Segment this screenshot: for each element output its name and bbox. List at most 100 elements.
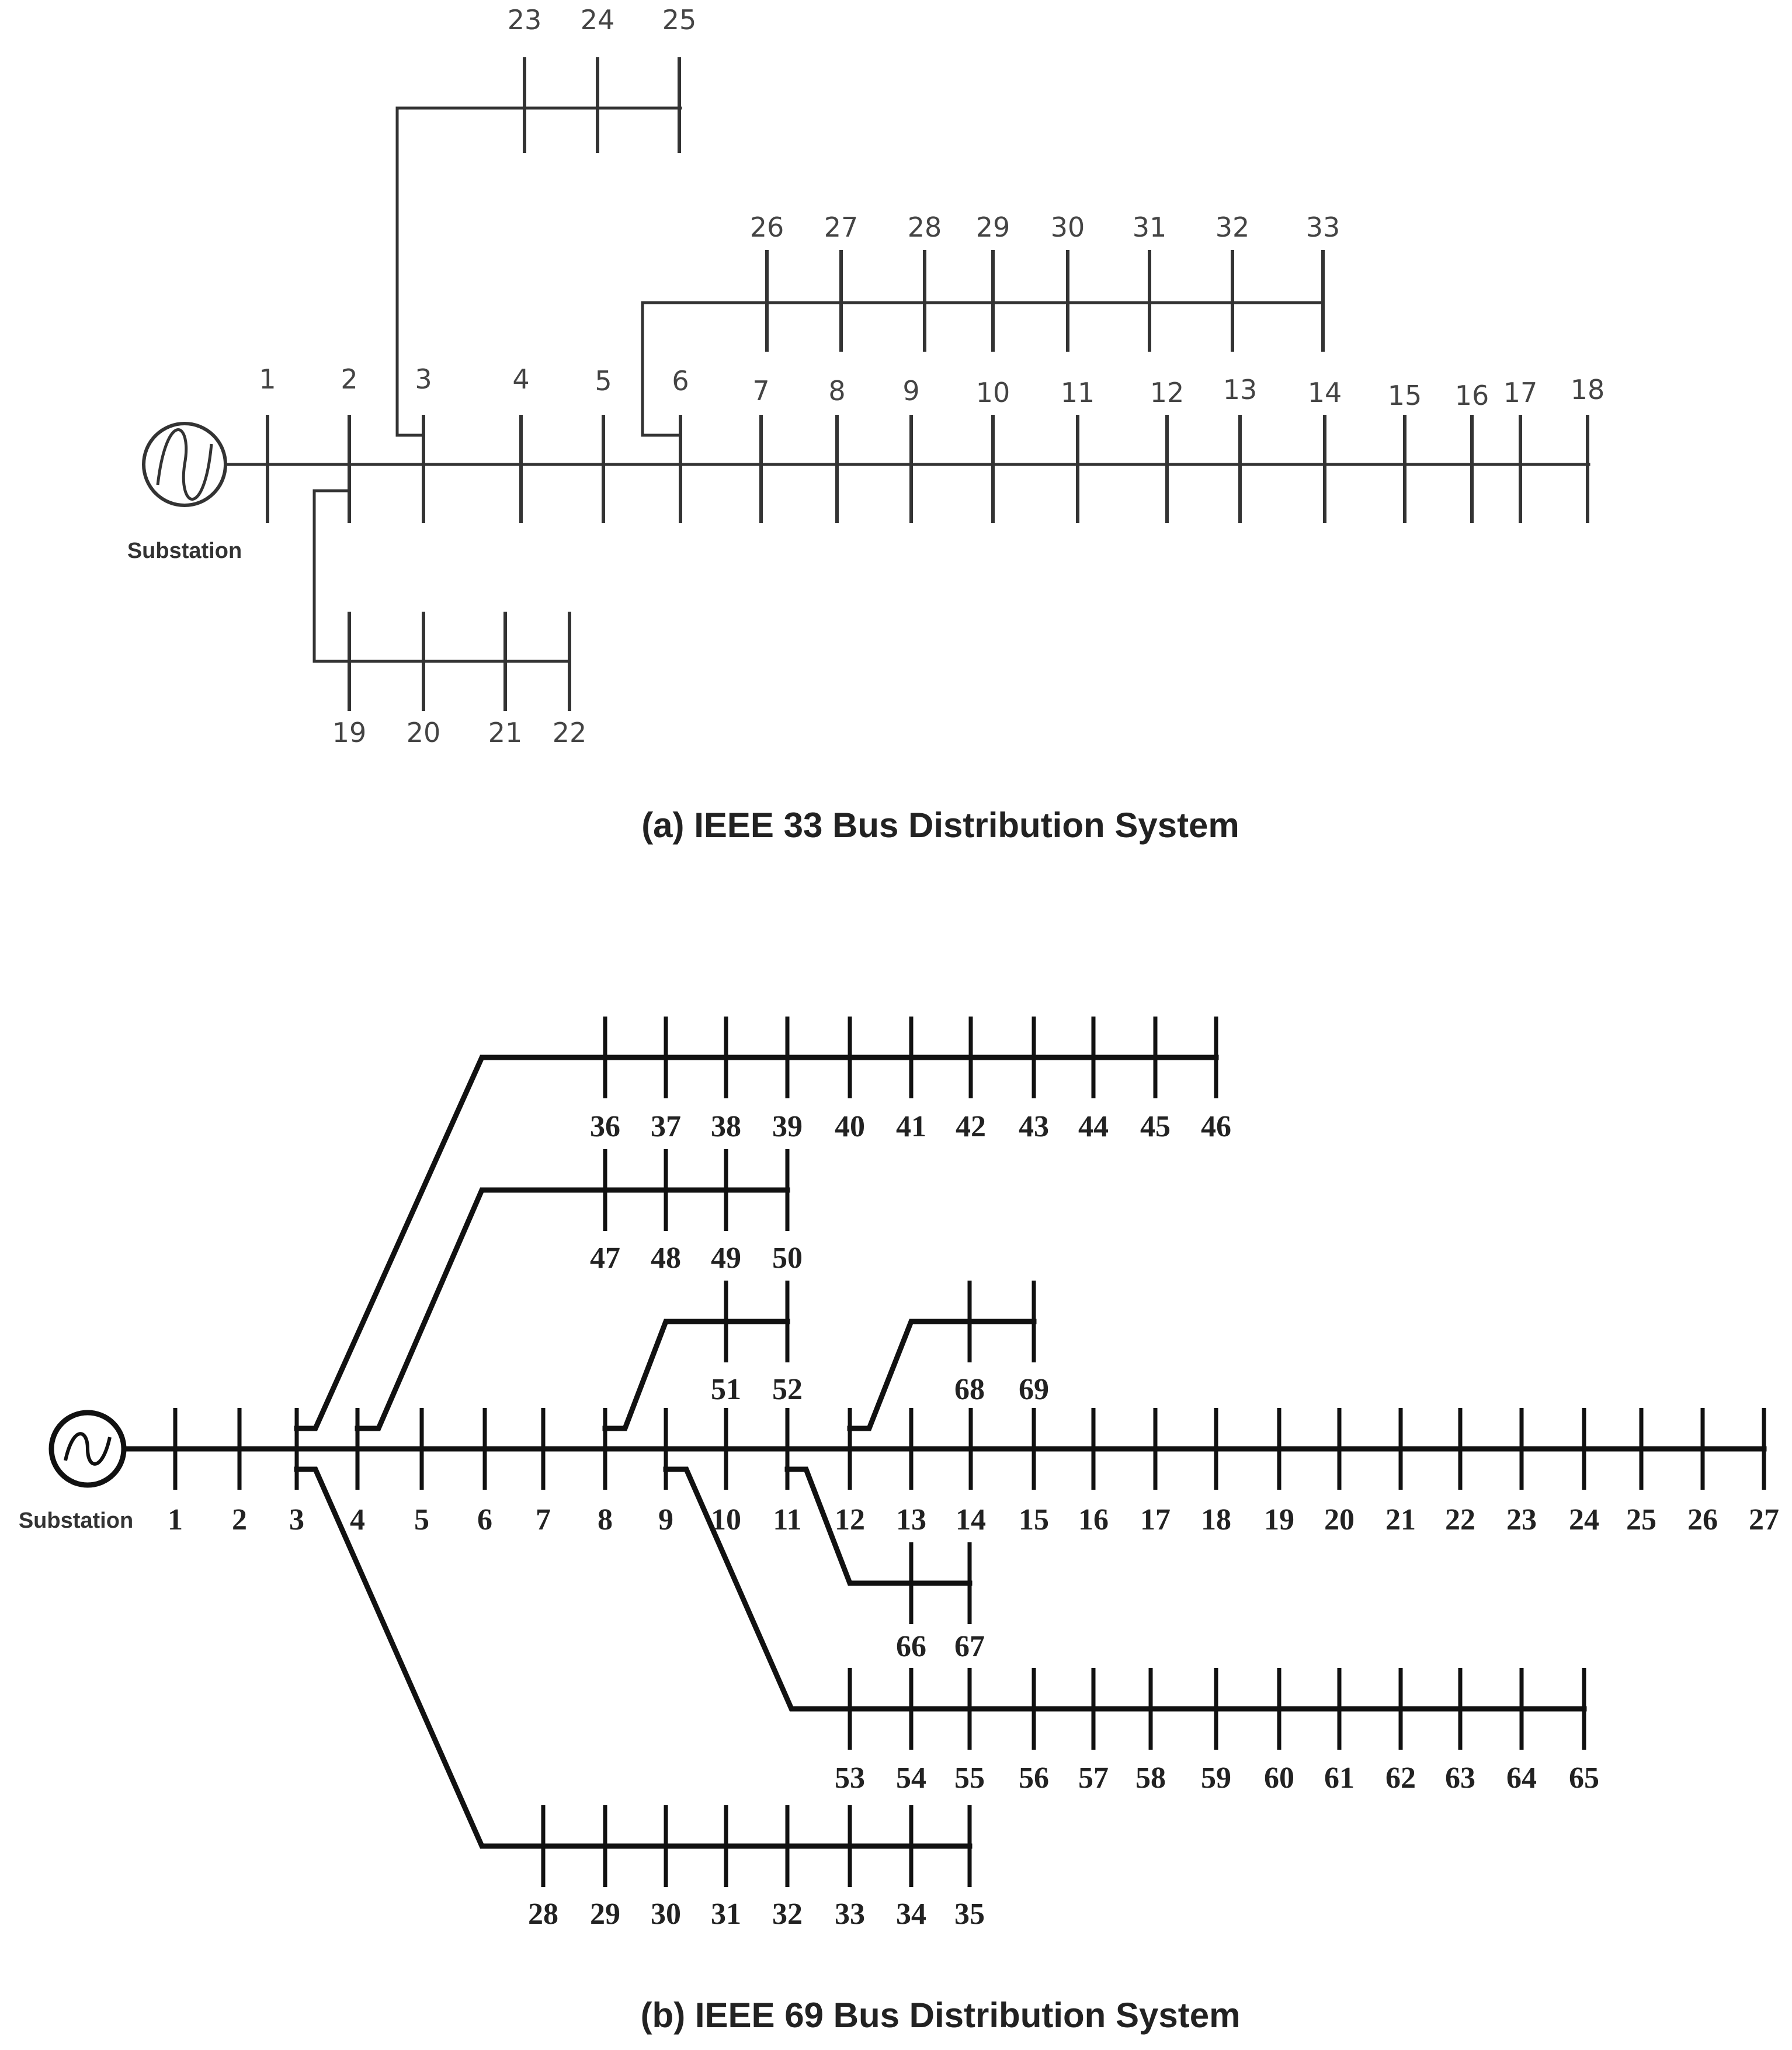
bus-label-b-21: 21: [1385, 1503, 1416, 1536]
bus-label-b-15: 15: [1019, 1503, 1049, 1536]
bus-label-b-50: 50: [772, 1241, 803, 1275]
bus-label-b-19: 19: [1264, 1503, 1294, 1536]
branch-line-51-52: [602, 1319, 790, 1431]
feeder-lines-a: [224, 106, 1590, 663]
bus-label-b-45: 45: [1140, 1110, 1171, 1143]
bus-label-a-26: 26: [750, 211, 784, 243]
bus-label-b-44: 44: [1078, 1110, 1109, 1143]
bus-label-b-12: 12: [835, 1503, 865, 1536]
bus-label-a-5: 5: [595, 365, 612, 397]
bus-label-a-22: 22: [553, 717, 587, 748]
bus-label-b-64: 64: [1506, 1761, 1537, 1795]
bus-label-a-32: 32: [1215, 211, 1250, 243]
bus-label-b-62: 62: [1385, 1761, 1416, 1795]
bus-label-a-30: 30: [1051, 211, 1085, 243]
bus-label-a-28: 28: [908, 211, 942, 243]
bus-label-a-6: 6: [672, 365, 689, 397]
feeder-lines-b: [121, 1055, 1767, 1849]
bus-label-b-30: 30: [651, 1898, 681, 1931]
bus-label-a-15: 15: [1388, 380, 1422, 411]
caption-a: (a) IEEE 33 Bus Distribution System: [641, 806, 1239, 845]
buses-a: [266, 57, 1589, 711]
bus-label-a-13: 13: [1223, 374, 1258, 405]
substation-label-b: Substation: [19, 1508, 133, 1533]
bus-label-b-58: 58: [1135, 1761, 1166, 1795]
bus-label-b-35: 35: [954, 1898, 985, 1931]
bus-label-a-14: 14: [1308, 377, 1342, 408]
bus-label-b-11: 11: [773, 1503, 801, 1536]
bus-label-b-49: 49: [711, 1241, 741, 1275]
bus-label-b-17: 17: [1140, 1503, 1171, 1536]
bus-label-b-48: 48: [651, 1241, 681, 1275]
branch-line-47-50: [355, 1187, 790, 1431]
bus-label-a-8: 8: [828, 375, 845, 407]
bus-label-b-28: 28: [528, 1898, 558, 1931]
buses-b: [173, 1017, 1766, 1887]
bus-label-a-9: 9: [902, 375, 919, 407]
sine-wave-icon: [64, 1432, 112, 1466]
bus-label-a-12: 12: [1150, 377, 1185, 408]
bus-label-b-29: 29: [590, 1898, 620, 1931]
bus-label-a-31: 31: [1133, 211, 1167, 243]
bus-label-a-20: 20: [407, 717, 441, 748]
bus-label-b-40: 40: [835, 1110, 865, 1143]
bus-label-b-20: 20: [1324, 1503, 1355, 1536]
bus-label-b-37: 37: [651, 1110, 681, 1143]
bus-label-b-9: 9: [658, 1503, 673, 1536]
branch-line-66-67: [784, 1466, 973, 1586]
bus-label-a-24: 24: [581, 4, 615, 36]
bus-label-b-46: 46: [1201, 1110, 1231, 1143]
bus-label-b-26: 26: [1687, 1503, 1718, 1536]
bus-label-b-22: 22: [1445, 1503, 1475, 1536]
bus-label-a-19: 19: [332, 717, 367, 748]
branch-line-28-35: [294, 1466, 973, 1849]
bus-label-b-61: 61: [1324, 1761, 1355, 1795]
bus-label-b-51: 51: [711, 1373, 741, 1406]
bus-label-b-43: 43: [1019, 1110, 1049, 1143]
bus-label-a-25: 25: [662, 4, 697, 36]
bus-label-b-65: 65: [1569, 1761, 1599, 1795]
bus-label-b-16: 16: [1078, 1503, 1109, 1536]
bus-label-a-23: 23: [508, 4, 542, 36]
bus-label-b-54: 54: [896, 1761, 926, 1795]
bus-label-a-16: 16: [1455, 380, 1489, 411]
branch-line-68-69: [847, 1319, 1037, 1431]
bus-label-b-39: 39: [772, 1110, 803, 1143]
bus-label-a-11: 11: [1061, 377, 1095, 408]
caption-b: (b) IEEE 69 Bus Distribution System: [641, 1996, 1241, 2035]
bus-label-a-4: 4: [512, 363, 529, 395]
bus-label-a-27: 27: [824, 211, 859, 243]
bus-label-b-67: 67: [954, 1630, 985, 1663]
substation-label-a: Substation: [127, 539, 242, 563]
bus-label-b-32: 32: [772, 1898, 803, 1931]
bus-label-b-53: 53: [835, 1761, 865, 1795]
bus-label-b-59: 59: [1201, 1761, 1231, 1795]
substation-source-b: Substation: [19, 1410, 133, 1533]
bus-label-b-42: 42: [956, 1110, 986, 1143]
bus-label-b-47: 47: [590, 1241, 620, 1275]
bus-label-b-38: 38: [711, 1110, 741, 1143]
bus-label-b-23: 23: [1506, 1503, 1537, 1536]
bus-label-b-4: 4: [350, 1503, 365, 1536]
bus-label-a-29: 29: [976, 211, 1010, 243]
bus-label-b-41: 41: [896, 1110, 926, 1143]
bus-label-b-27: 27: [1749, 1503, 1779, 1536]
bus-label-a-33: 33: [1306, 211, 1340, 243]
bus-label-b-52: 52: [772, 1373, 803, 1406]
bus-label-a-18: 18: [1571, 374, 1605, 405]
branch-line-23-25: [395, 106, 682, 437]
bus-label-a-3: 3: [415, 363, 432, 395]
bus-label-a-7: 7: [752, 375, 769, 407]
branch-line-53-65: [663, 1466, 1587, 1712]
bus-label-b-18: 18: [1201, 1503, 1231, 1536]
bus-label-b-5: 5: [414, 1503, 429, 1536]
branch-line-19-22: [312, 489, 571, 663]
bus-label-b-24: 24: [1569, 1503, 1599, 1536]
bus-label-b-63: 63: [1445, 1761, 1475, 1795]
bus-label-b-7: 7: [536, 1503, 551, 1536]
bus-label-b-68: 68: [954, 1373, 985, 1406]
bus-label-b-14: 14: [956, 1503, 986, 1536]
